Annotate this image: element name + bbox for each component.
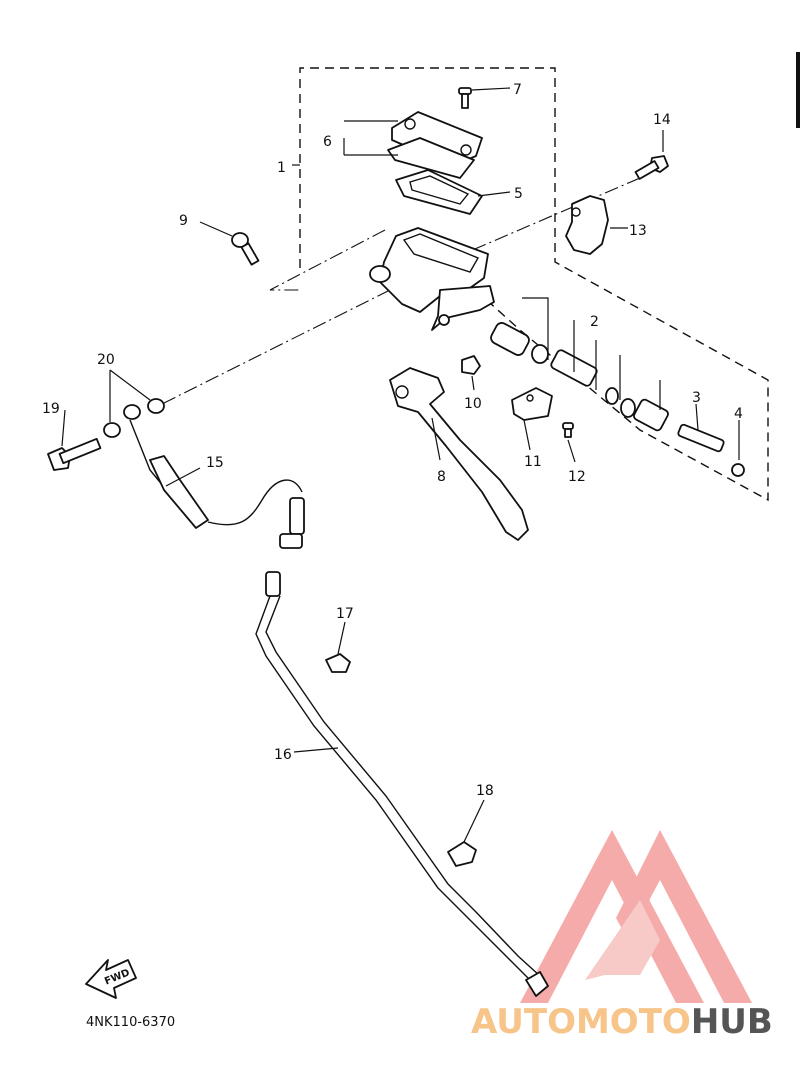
push-rod [677, 423, 725, 453]
callout-14: 14 [653, 112, 671, 128]
callout-2: 2 [590, 314, 599, 330]
screw-7 [458, 87, 472, 109]
watermark-logo [520, 830, 752, 1003]
nut-10 [461, 355, 481, 375]
edge-mark [796, 52, 800, 128]
callout-10: 10 [464, 396, 482, 412]
washer-upper [147, 398, 165, 414]
washer-lower [103, 422, 121, 438]
leader-lines [61, 87, 740, 843]
callout-20: 20 [97, 352, 115, 368]
callout-6: 6 [323, 134, 332, 150]
pipe-clamp [447, 841, 477, 867]
handlebar-clamp [565, 195, 609, 255]
pipe-clip [325, 653, 351, 673]
fwd-arrow-icon: FWD [85, 959, 137, 999]
callout-11: 11 [524, 454, 542, 470]
callout-19: 19 [42, 401, 60, 417]
clutch-pipe [255, 571, 549, 997]
callout-4: 4 [734, 406, 743, 422]
rod-cap [731, 463, 745, 477]
watermark-text: AUTOMOTOHUB [471, 1002, 773, 1042]
clutch-lever [389, 367, 529, 541]
watermark-text-part2: HUB [691, 1002, 773, 1042]
screw-12 [562, 422, 574, 438]
piston-kit [490, 297, 669, 432]
banjo-bolt-9 [231, 232, 260, 266]
callout-9: 9 [179, 213, 188, 229]
centerline-clamp [467, 177, 641, 253]
clutch-hose [123, 404, 305, 549]
callout-13: 13 [629, 223, 647, 239]
reservoir-cap [391, 111, 483, 167]
callout-12: 12 [568, 469, 586, 485]
centerline-lever [269, 229, 386, 291]
callout-8: 8 [437, 469, 446, 485]
callout-18: 18 [476, 783, 494, 799]
centerline-hose [159, 289, 391, 406]
diaphragm [395, 169, 483, 215]
callout-7: 7 [513, 82, 522, 98]
callout-5: 5 [514, 186, 523, 202]
callout-15: 15 [206, 455, 224, 471]
clamp-bolt [634, 155, 669, 180]
watermark-text-part1: AUTOMOTO [471, 1002, 691, 1042]
cap-plate [387, 137, 475, 179]
diagram-code: 4NK110-6370 [86, 1015, 175, 1030]
union-bolt [47, 437, 102, 471]
callout-1: 1 [277, 160, 286, 176]
master-cylinder-body [369, 227, 495, 331]
callout-3: 3 [692, 390, 701, 406]
callout-17: 17 [336, 606, 354, 622]
callout-16: 16 [274, 747, 292, 763]
clutch-switch [511, 387, 553, 421]
